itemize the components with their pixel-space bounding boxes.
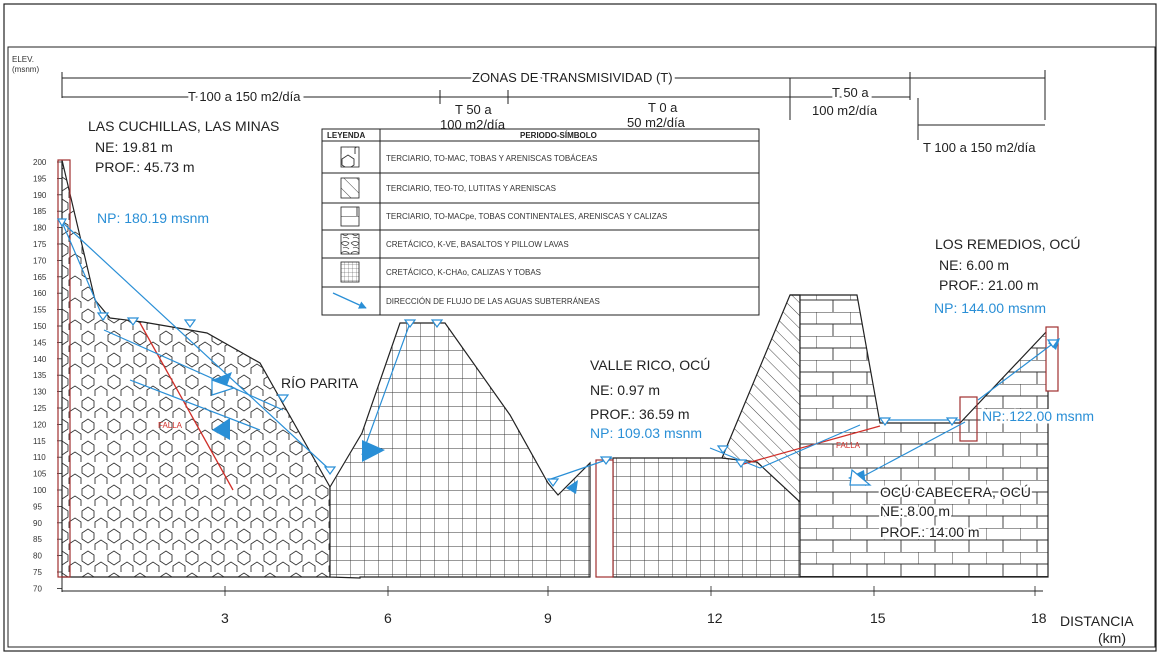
well-remedios bbox=[1045, 326, 1059, 392]
well-valle-np: NP: 109.03 msnm bbox=[590, 425, 702, 441]
zone-3-label-a: T 0 a bbox=[648, 100, 678, 115]
legend-item-grid: CRETÁCICO, K-CHAo, CALIZAS Y TOBAS bbox=[386, 268, 541, 277]
y-tick-label: 80 bbox=[33, 552, 42, 561]
legend: LEYENDA PERIODO-SÍMBOLO TERCIARIO, TO-MA… bbox=[321, 128, 760, 316]
y-tick-label: 95 bbox=[33, 502, 42, 511]
fault-label-left: FALLA bbox=[158, 421, 183, 430]
y-tick-label: 195 bbox=[33, 174, 47, 183]
y-tick-label: 170 bbox=[33, 256, 47, 265]
zone-1-label: T 100 a 150 m2/día bbox=[188, 89, 301, 104]
unit-tobas-left bbox=[61, 159, 331, 578]
x-tick-label: 9 bbox=[544, 610, 552, 626]
y-tick-label: 200 bbox=[33, 158, 47, 167]
y-tick-label: 125 bbox=[33, 404, 47, 413]
legend-swatch-arrow bbox=[332, 292, 367, 309]
legend-header-right: PERIODO-SÍMBOLO bbox=[520, 131, 597, 140]
well-valle-ne: NE: 0.97 m bbox=[590, 382, 660, 398]
y-tick-label: 135 bbox=[33, 371, 47, 380]
legend-item-brick: TERCIARIO, TO-MACpe, TOBAS CONTINENTALES… bbox=[386, 212, 667, 221]
y-tick-label: 140 bbox=[33, 355, 47, 364]
legend-swatch-tobas bbox=[340, 146, 360, 168]
zones-title: ZONAS DE TRANSMISIVIDAD (T) bbox=[472, 70, 673, 85]
well-remedios-np: NP: 144.00 msnm bbox=[934, 300, 1046, 316]
legend-item-tobas: TERCIARIO, TO-MAC, TOBAS Y ARENISCAS TOB… bbox=[386, 154, 597, 163]
fault-line-left bbox=[139, 322, 234, 491]
legend-header-left: LEYENDA bbox=[327, 131, 365, 140]
well-cabecera-ne: NE: 8.00 m bbox=[880, 503, 950, 519]
water-table-lines bbox=[61, 221, 1056, 481]
y-tick-label: 75 bbox=[33, 568, 42, 577]
y-tick-label: 155 bbox=[33, 306, 47, 315]
legend-item-arrow: DIRECCIÓN DE FLUJO DE LAS AGUAS SUBTERRÁ… bbox=[386, 297, 600, 306]
fault-label-right: FALLA bbox=[836, 441, 861, 450]
well-cuchillas-np: NP: 180.19 msnm bbox=[97, 210, 209, 226]
zone-5-label: T 100 a 150 m2/día bbox=[923, 140, 1036, 155]
well-valle-rico bbox=[595, 459, 614, 578]
legend-swatch-brick bbox=[340, 206, 360, 227]
y-tick-label: 105 bbox=[33, 470, 47, 479]
zone-4-label-b: 100 m2/día bbox=[812, 103, 878, 118]
zone-3-label-b: 50 m2/día bbox=[627, 115, 686, 130]
zone-2-label-b: 100 m2/día bbox=[440, 117, 506, 132]
x-tick-label: 18 bbox=[1031, 610, 1047, 626]
y-tick-label: 70 bbox=[33, 584, 42, 593]
well-remedios-ne: NE: 6.00 m bbox=[939, 257, 1009, 273]
legend-swatch-grid bbox=[340, 261, 360, 283]
y-tick-label: 160 bbox=[33, 289, 47, 298]
x-axis-unit: (km) bbox=[1098, 630, 1126, 646]
well-cabecera-title: OCÚ CABECERA, OCÚ bbox=[880, 484, 1031, 500]
y-tick-label: 180 bbox=[33, 224, 47, 233]
y-axis-unit: (msnm) bbox=[12, 65, 39, 74]
well-cuchillas bbox=[57, 159, 71, 578]
outer-frame bbox=[3, 3, 1157, 652]
y-tick-label: 115 bbox=[33, 437, 46, 446]
y-axis-ticks: 200 195 190 185 180 175 170 165 160 155 150 145 140 1… bbox=[33, 158, 62, 593]
well-cabecera-prof: PROF.: 14.00 m bbox=[880, 524, 980, 540]
inner-frame bbox=[7, 46, 1156, 648]
x-tick-label: 15 bbox=[870, 610, 886, 626]
y-tick-label: 175 bbox=[33, 240, 47, 249]
y-tick-label: 190 bbox=[33, 191, 47, 200]
x-tick-label: 6 bbox=[384, 610, 392, 626]
x-axis-label: DISTANCIA bbox=[1060, 613, 1134, 629]
legend-item-lutitas: TERCIARIO, TEO-TO, LUTITAS Y ARENISCAS bbox=[386, 184, 556, 193]
well-valle-prof: PROF.: 36.59 m bbox=[590, 406, 690, 422]
well-cabecera-np: NP: 122.00 msnm bbox=[982, 408, 1094, 424]
well-valle-title: VALLE RICO, OCÚ bbox=[590, 357, 710, 373]
zone-4-label-a: T 50 a bbox=[832, 85, 869, 100]
unit-grid-center bbox=[329, 322, 591, 579]
legend-swatch-lutitas bbox=[340, 177, 360, 199]
y-tick-label: 165 bbox=[33, 273, 47, 282]
y-tick-label: 100 bbox=[33, 486, 47, 495]
well-cuchillas-prof: PROF.: 45.73 m bbox=[95, 159, 195, 175]
river-label: RÍO PARITA bbox=[281, 375, 359, 391]
well-cuchillas-title: LAS CUCHILLAS, LAS MINAS bbox=[88, 118, 279, 134]
x-tick-label: 3 bbox=[221, 610, 229, 626]
fault-line-right bbox=[739, 425, 881, 466]
y-tick-label: 90 bbox=[33, 519, 42, 528]
y-tick-label: 150 bbox=[33, 322, 47, 331]
y-tick-label: 120 bbox=[33, 420, 47, 429]
y-tick-label: 145 bbox=[33, 338, 47, 347]
well-remedios-title: LOS REMEDIOS, OCÚ bbox=[935, 236, 1080, 252]
legend-swatch-basaltos bbox=[340, 233, 360, 255]
y-tick-label: 85 bbox=[33, 535, 42, 544]
y-tick-label: 185 bbox=[33, 207, 47, 216]
water-level-markers bbox=[56, 218, 1060, 488]
x-axis-ticks: 3 6 9 12 15 18 bbox=[221, 586, 1047, 626]
x-tick-label: 12 bbox=[707, 610, 723, 626]
well-remedios-prof: PROF.: 21.00 m bbox=[939, 277, 1039, 293]
y-axis-label: ELEV. bbox=[12, 55, 34, 64]
y-tick-label: 110 bbox=[33, 453, 46, 462]
y-tick-label: 130 bbox=[33, 388, 47, 397]
well-cabecera bbox=[959, 396, 978, 442]
legend-item-basaltos: CRETÁCICO, K-VE, BASALTOS Y PILLOW LAVAS bbox=[386, 240, 569, 249]
zones-dimension-lines bbox=[61, 70, 1046, 140]
well-cuchillas-ne: NE: 19.81 m bbox=[95, 139, 173, 155]
zone-2-label-a: T 50 a bbox=[455, 102, 492, 117]
